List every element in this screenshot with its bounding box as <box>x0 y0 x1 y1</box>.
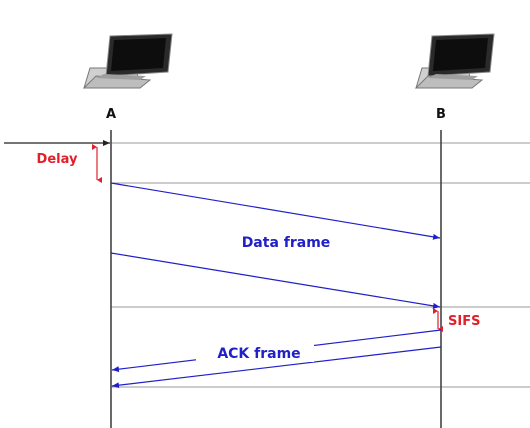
data-frame-label: Data frame <box>242 235 331 251</box>
laptop-a-icon <box>82 33 173 89</box>
data-frame-arrow-end <box>110 252 441 309</box>
ack-label-background <box>196 342 314 362</box>
laptop-b-icon <box>414 33 495 89</box>
delay-label: Delay <box>37 152 78 167</box>
ack-frame-label: ACK frame <box>217 346 300 362</box>
node-a-label: A <box>106 107 116 122</box>
sifs-label: SIFS <box>448 314 480 329</box>
data-frame-arrow-start <box>110 182 441 240</box>
node-b-label: B <box>436 107 446 122</box>
ack-frame-arrow-end <box>111 346 442 389</box>
